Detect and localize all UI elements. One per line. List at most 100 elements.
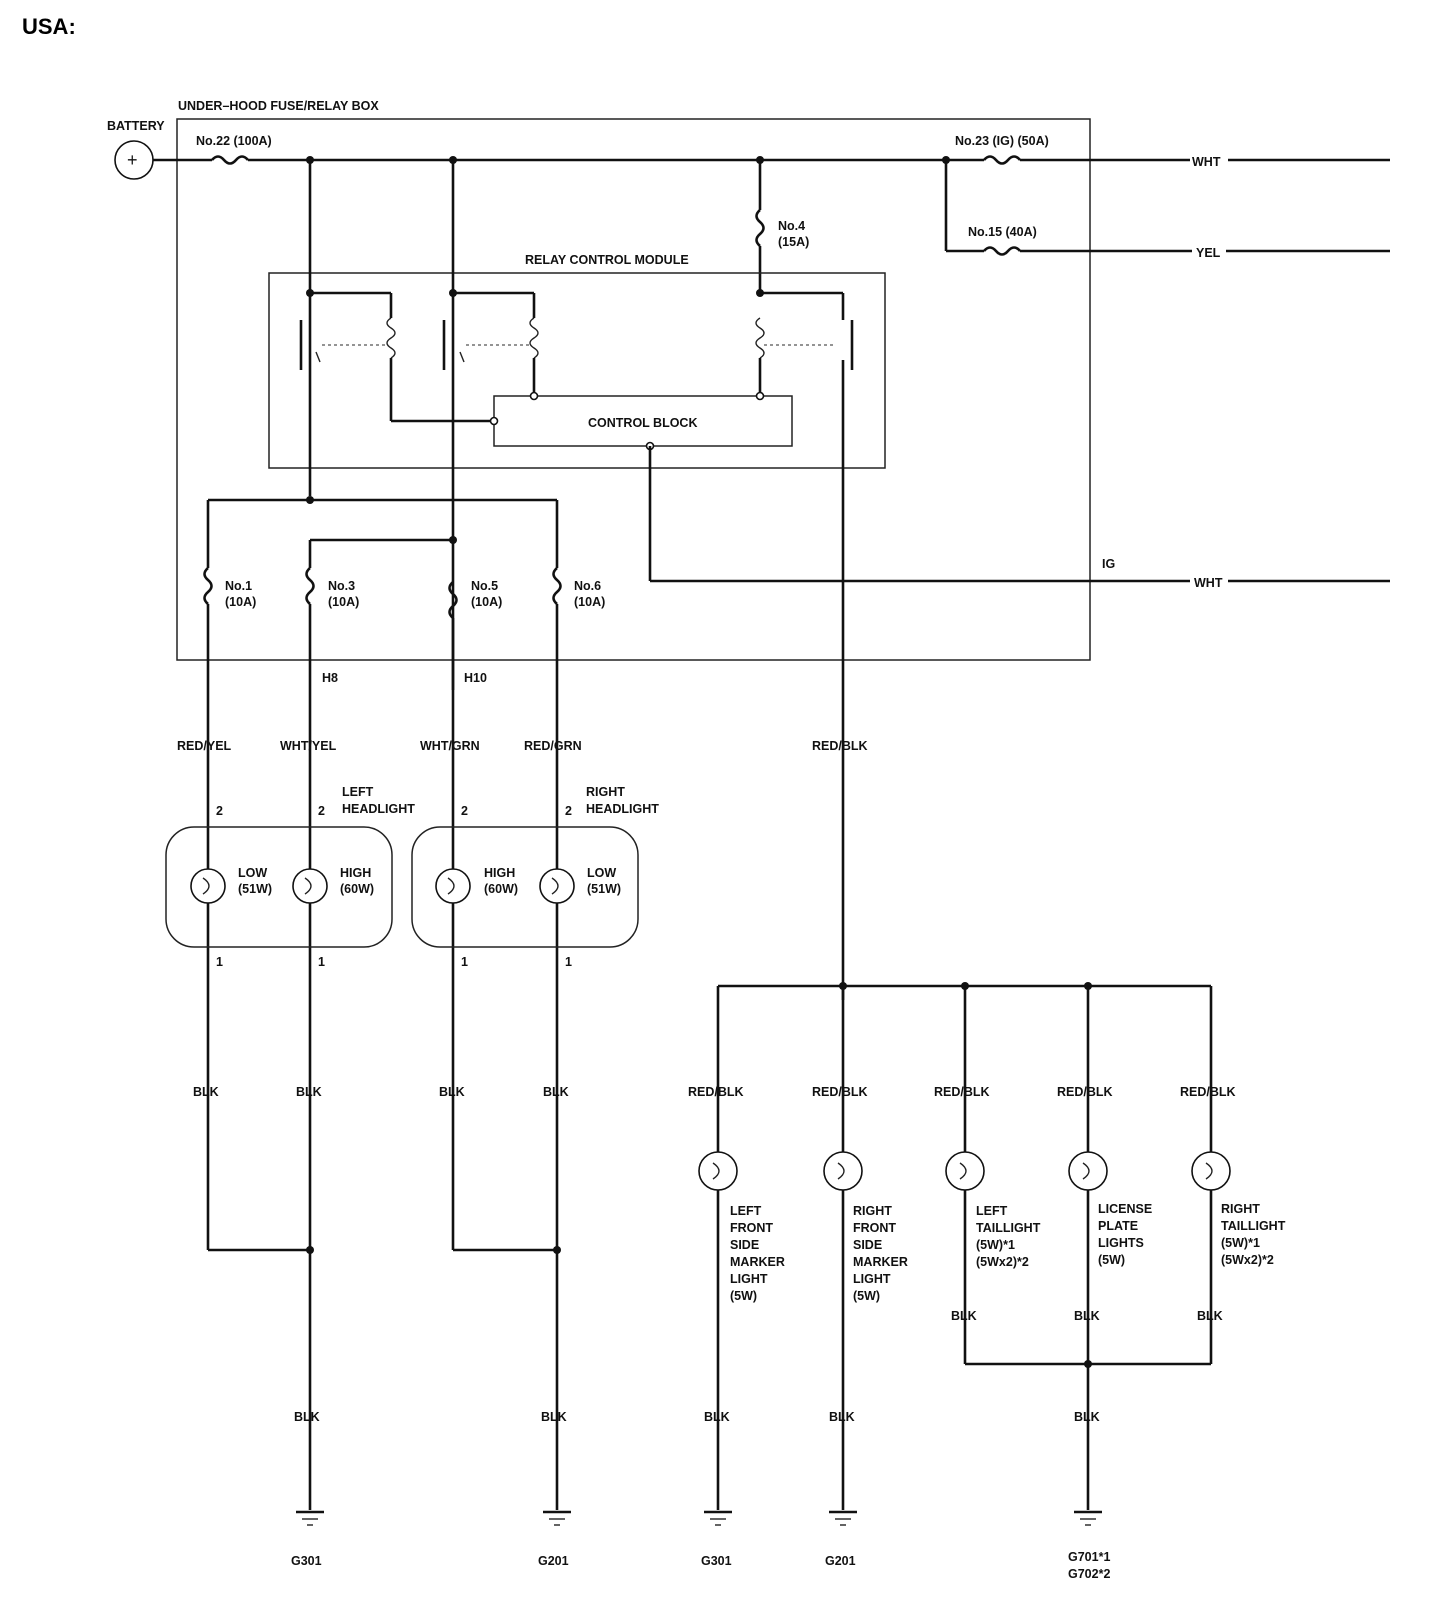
blk-label: BLK [543, 1085, 569, 1099]
blk-label: BLK [541, 1410, 567, 1424]
relay-2 [442, 160, 539, 690]
wht-output-ig: WHT [1194, 576, 1223, 590]
left-headlight-title-1: LEFT [342, 785, 374, 799]
blk-label: BLK [1074, 1410, 1100, 1424]
blk-label: BLK [193, 1085, 219, 1099]
blk-label: BLK [829, 1410, 855, 1424]
pin-1: 1 [318, 955, 325, 969]
ground-icon [1074, 1510, 1102, 1526]
left-headlight [165, 826, 393, 948]
ground-g301-right: G301 [701, 1554, 732, 1568]
lamp-line: RIGHT [1221, 1202, 1260, 1216]
wire-red-blk: RED/BLK [1057, 1085, 1113, 1099]
ground-g701: G701*1 [1068, 1550, 1110, 1564]
ground-icon [704, 1510, 732, 1526]
fuse-4-amp: (15A) [778, 235, 809, 249]
lamp-line: (5Wx2)*2 [1221, 1253, 1274, 1267]
right-high-bulb-icon [435, 868, 471, 904]
battery-plus: + [127, 150, 138, 170]
relay-control-module-label: RELAY CONTROL MODULE [525, 253, 689, 267]
fuse-6-amp: (10A) [574, 595, 605, 609]
lamp-line: LEFT [730, 1204, 762, 1218]
pin-2: 2 [216, 804, 223, 818]
blk-label: BLK [294, 1410, 320, 1424]
lamp-line: LIGHT [853, 1272, 891, 1286]
left-taillight-bulb-icon [945, 1151, 985, 1191]
lamp-line: MARKER [730, 1255, 785, 1269]
lamp-line: MARKER [853, 1255, 908, 1269]
connector-h10: H10 [464, 671, 487, 685]
battery-label: BATTERY [107, 119, 165, 133]
fuse-23-label: No.23 (IG) (50A) [955, 134, 1049, 148]
left-high-bulb-icon [292, 868, 328, 904]
ground-icon [296, 1510, 324, 1526]
control-block-label: CONTROL BLOCK [588, 416, 698, 430]
right-headlight [411, 826, 639, 948]
left-low-bulb-icon [190, 868, 226, 904]
right-low-bulb-icon [539, 868, 575, 904]
left-low-label: LOW [238, 866, 267, 880]
lamp-line: FRONT [730, 1221, 773, 1235]
page-title: USA: [22, 14, 76, 39]
wire-red-blk: RED/BLK [812, 1085, 868, 1099]
right-taillight-bulb-icon [1191, 1151, 1231, 1191]
wire-red-blk: RED/BLK [1180, 1085, 1236, 1099]
fuse-relay-box [176, 118, 1091, 661]
relay-control-module [268, 272, 886, 469]
fuse-5-number: No.5 [471, 579, 498, 593]
lamp-line: (5W) [1098, 1253, 1125, 1267]
relay-3 [755, 291, 854, 1000]
lamp-line: (5W) [730, 1289, 757, 1303]
pin-2: 2 [565, 804, 572, 818]
wire-red-blk-main: RED/BLK [812, 739, 868, 753]
wire-red-blk: RED/BLK [688, 1085, 744, 1099]
lamp-line: LEFT [976, 1204, 1008, 1218]
left-taillight-label: LEFT TAILLIGHT (5W)*1 (5Wx2)*2 [976, 1204, 1041, 1269]
wire-red-blk: RED/BLK [934, 1085, 990, 1099]
lamp-line: TAILLIGHT [1221, 1219, 1286, 1233]
fuse-4-number: No.4 [778, 219, 805, 233]
ground-g201-right: G201 [825, 1554, 856, 1568]
relay-1 [299, 160, 494, 496]
fuse-3-number: No.3 [328, 579, 355, 593]
blk-label: BLK [704, 1410, 730, 1424]
lamp-line: (5Wx2)*2 [976, 1255, 1029, 1269]
pin-2: 2 [461, 804, 468, 818]
fuse-5-amp: (10A) [471, 595, 502, 609]
blk-label: BLK [951, 1309, 977, 1323]
ig-wire [648, 446, 1390, 583]
connector-h8: H8 [322, 671, 338, 685]
fuse-22-label: No.22 (100A) [196, 134, 272, 148]
lamp-line: PLATE [1098, 1219, 1138, 1233]
blk-label: BLK [439, 1085, 465, 1099]
lamp-line: (5W) [853, 1289, 880, 1303]
lamp-line: LIGHTS [1098, 1236, 1144, 1250]
lamp-line: SIDE [730, 1238, 759, 1252]
blk-label: BLK [296, 1085, 322, 1099]
wire-red-grn: RED/GRN [524, 739, 582, 753]
license-plate-label: LICENSE PLATE LIGHTS (5W) [1098, 1202, 1152, 1267]
ground-icon [543, 1510, 571, 1526]
right-headlight-title-1: RIGHT [586, 785, 625, 799]
fuse-6-number: No.6 [574, 579, 601, 593]
lower-fuses [203, 567, 562, 619]
blk-label: BLK [1197, 1309, 1223, 1323]
right-high-label: HIGH [484, 866, 515, 880]
left-low-watt: (51W) [238, 882, 272, 896]
wire-wht-grn: WHT/GRN [420, 739, 480, 753]
left-high-label: HIGH [340, 866, 371, 880]
blk-label: BLK [1074, 1309, 1100, 1323]
right-headlight-title-2: HEADLIGHT [586, 802, 659, 816]
license-plate-bulb-icon [1068, 1151, 1108, 1191]
ground-g702: G702*2 [1068, 1567, 1110, 1581]
lamp-line: SIDE [853, 1238, 882, 1252]
lamp-line: RIGHT [853, 1204, 892, 1218]
left-high-watt: (60W) [340, 882, 374, 896]
right-side-marker-bulb-icon [823, 1151, 863, 1191]
pin-1: 1 [461, 955, 468, 969]
right-low-label: LOW [587, 866, 616, 880]
ground-g201-left: G201 [538, 1554, 569, 1568]
right-taillight-label: RIGHT TAILLIGHT (5W)*1 (5Wx2)*2 [1221, 1202, 1286, 1267]
fuse-relay-box-label: UNDER–HOOD FUSE/RELAY BOX [178, 99, 379, 113]
fuse-1-amp: (10A) [225, 595, 256, 609]
